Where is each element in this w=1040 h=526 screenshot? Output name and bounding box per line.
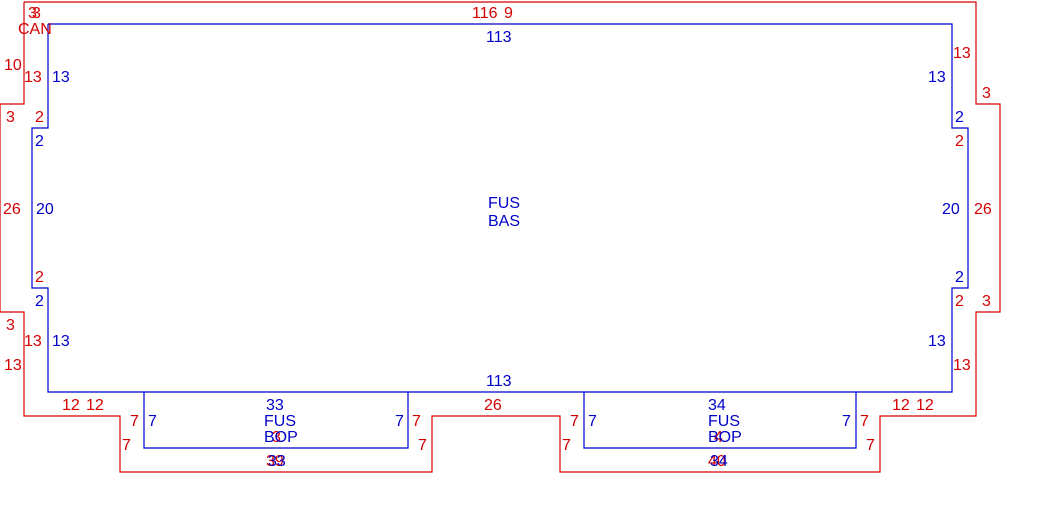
outer-tag-overlap: 3 <box>32 5 41 22</box>
outer-bottom-left-3: 7 <box>122 437 131 454</box>
right-pod-left: 7 <box>588 413 597 430</box>
left-pod-outline <box>143 392 409 449</box>
left-pod-top: 33 <box>266 397 284 414</box>
outer-notch-right-bottom: 40 <box>708 453 726 470</box>
outer-right-4: 2 <box>955 293 964 310</box>
right-pod-outline <box>583 392 857 449</box>
outer-bottom-right-2: 12 <box>892 397 910 414</box>
base-name-1: FUS <box>488 195 520 212</box>
base-left-1: 2 <box>35 133 44 150</box>
outer-bottom-right-0: 7 <box>860 413 869 430</box>
base-top: 113 <box>486 29 512 46</box>
outer-left-6: 3 <box>6 317 15 334</box>
outer-top-b: 9 <box>504 5 513 22</box>
outer-left-2: 2 <box>35 109 44 126</box>
base-left-0: 13 <box>52 69 70 86</box>
outer-bottom-right-1: 7 <box>866 437 875 454</box>
outer-bottom-left-2: 7 <box>130 413 139 430</box>
outer-bottom-left-0: 12 <box>62 397 80 414</box>
left-pod-name-1: FUS <box>264 413 296 430</box>
outer-right-notch-inner: 7 <box>570 413 579 430</box>
outer-right-2: 2 <box>955 133 964 150</box>
outer-bottom-right-3: 12 <box>916 397 934 414</box>
base-bottom: 113 <box>486 373 512 390</box>
outer-name: CAN <box>18 21 52 38</box>
outer-top-a: 116 <box>472 5 498 22</box>
outer-left-notch-inner: 7 <box>412 413 421 430</box>
outer-right-3: 26 <box>974 201 992 218</box>
outer-bottom-mid: 26 <box>484 397 502 414</box>
base-left-3: 2 <box>35 293 44 310</box>
right-pod-bottom: 34 <box>710 453 728 470</box>
base-left-4: 13 <box>52 333 70 350</box>
outer-notch-left-bottom: 39 <box>266 453 284 470</box>
base-left-2: 20 <box>36 201 54 218</box>
outer-outline <box>0 1 1001 473</box>
base-right-0: 13 <box>928 69 946 86</box>
outer-left-4: 26 <box>3 201 21 218</box>
left-pod-name-2: BOP <box>264 429 298 446</box>
outer-right-6: 13 <box>953 357 971 374</box>
outer-bottom-left-1: 12 <box>86 397 104 414</box>
right-pod-top: 34 <box>708 397 726 414</box>
outer-right-1: 3 <box>982 85 991 102</box>
outer-left-7: 13 <box>24 333 42 350</box>
outer-right-5: 3 <box>982 293 991 310</box>
outer-right-notch-outer: 7 <box>562 437 571 454</box>
right-pod-right: 7 <box>842 413 851 430</box>
outer-left-notch-outer: 7 <box>418 437 427 454</box>
outer-right-0: 13 <box>953 45 971 62</box>
outer-notch-left-tag: 3 <box>272 429 281 446</box>
right-pod-name-2: BOP <box>708 429 742 446</box>
base-right-3: 2 <box>955 269 964 286</box>
base-right-2: 20 <box>942 201 960 218</box>
base-outline <box>31 23 969 393</box>
outer-left-5: 2 <box>35 269 44 286</box>
outer-left-0: 10 <box>4 57 22 74</box>
base-name-2: BAS <box>488 213 520 230</box>
outer-left-8: 13 <box>4 357 22 374</box>
outer-tag: 3 <box>28 5 37 22</box>
base-right-1: 2 <box>955 109 964 126</box>
outer-notch-right-tag: 4 <box>714 429 723 446</box>
base-right-4: 13 <box>928 333 946 350</box>
left-pod-left: 7 <box>148 413 157 430</box>
outer-left-1: 13 <box>24 69 42 86</box>
left-pod-right: 7 <box>395 413 404 430</box>
left-pod-bottom: 33 <box>268 453 286 470</box>
right-pod-name-1: FUS <box>708 413 740 430</box>
outer-left-3: 3 <box>6 109 15 126</box>
